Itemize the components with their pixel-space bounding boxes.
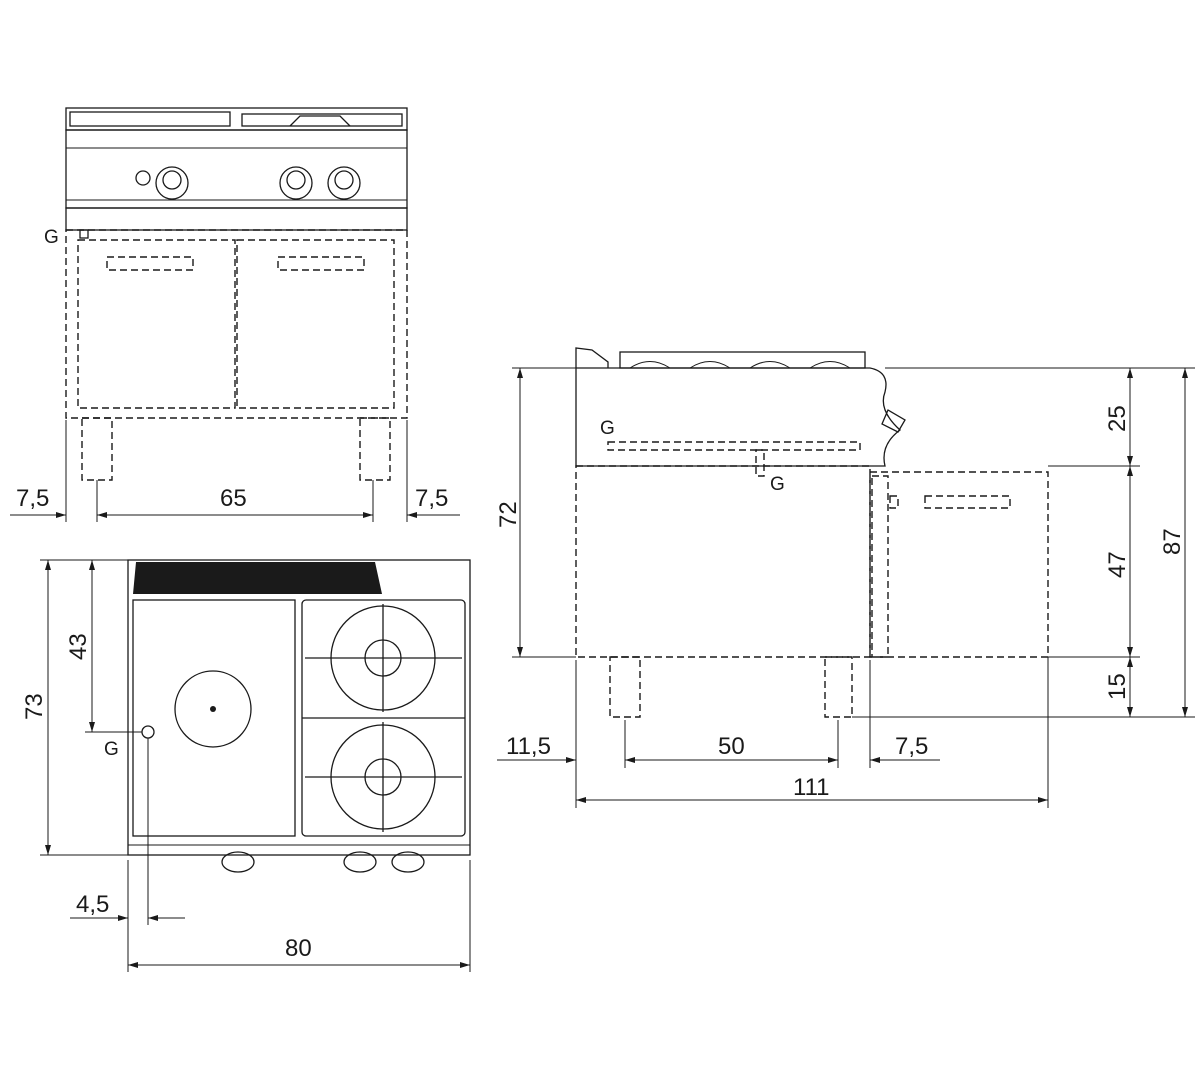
knobs (135, 166, 361, 200)
dim-gas-depth: 43 (65, 633, 92, 660)
dim-center: 65 (220, 485, 247, 512)
burner-grates (301, 599, 466, 837)
dim-gas-offset: 4,5 (76, 891, 109, 918)
dim-width: 80 (285, 935, 312, 962)
dim-depth: 73 (21, 693, 48, 720)
dim-right: 7,5 (895, 733, 928, 760)
side-view: G G 72 25 47 15 87 (495, 347, 1195, 808)
dim-total: 111 (793, 774, 829, 801)
top-view: G 73 43 4,5 80 (21, 559, 471, 972)
gas-label-bottom: G (770, 474, 785, 495)
dim-legs: 50 (718, 733, 745, 760)
dim-left: 7,5 (16, 485, 49, 512)
dim-height-body: 72 (495, 501, 522, 528)
front-view: G 7,5 65 7,5 (10, 107, 460, 522)
gas-label: G (104, 739, 119, 760)
gas-label-top: G (600, 418, 615, 439)
side-dimensions: 72 25 47 15 87 11,5 50 7,5 111 (495, 367, 1195, 808)
dim-right: 7,5 (415, 485, 448, 512)
dim-top: 25 (1104, 405, 1131, 432)
dim-total-height: 87 (1159, 528, 1186, 555)
dim-bottom: 15 (1104, 673, 1131, 700)
dim-left: 11,5 (506, 733, 551, 760)
knobs (221, 851, 425, 873)
top-dimensions: 73 43 4,5 80 (21, 559, 471, 972)
dim-middle: 47 (1104, 551, 1131, 578)
gas-label: G (44, 227, 59, 248)
front-dimensions: 7,5 65 7,5 (10, 420, 460, 522)
